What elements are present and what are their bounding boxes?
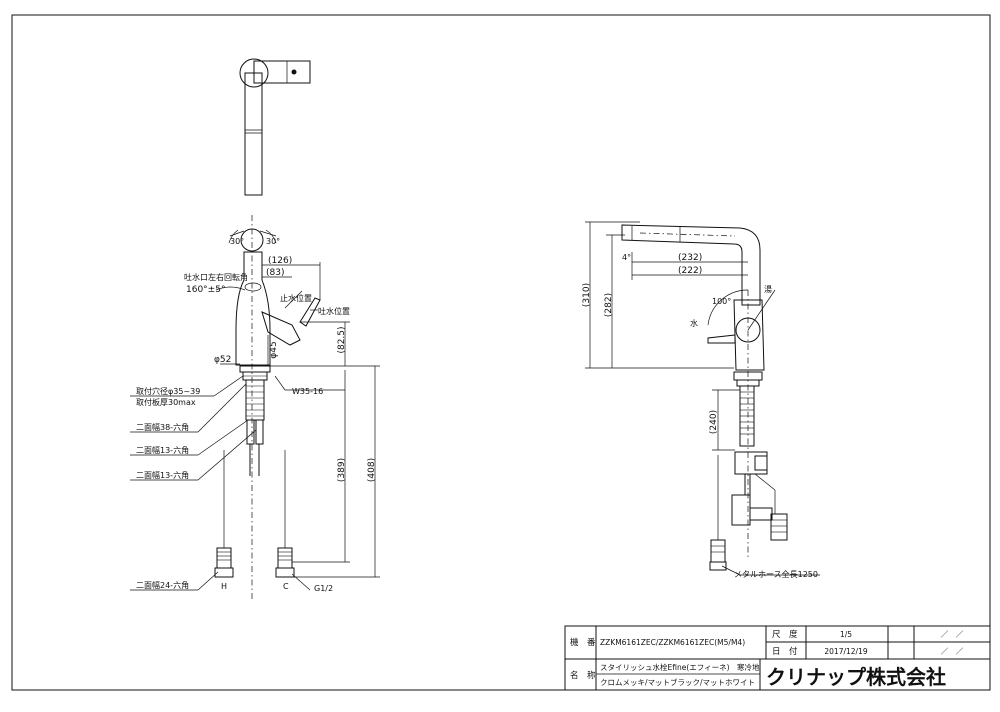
revision-2: ／ ／ <box>941 647 964 656</box>
front-view <box>130 215 380 600</box>
hex38-note: 二面幅38-六角 <box>136 422 189 432</box>
model-label: 機 番 <box>570 637 596 648</box>
dim-232: (232) <box>678 253 702 263</box>
flow-position-label: 吐水位置 <box>318 306 350 316</box>
revision-1: ／ ／ <box>941 630 964 639</box>
dim-240: (240) <box>709 410 719 434</box>
spout-rotation-label: 吐水口左右回転角 <box>184 272 248 282</box>
hot-water-label: 湯 <box>764 284 772 294</box>
dim-282: (282) <box>604 293 614 317</box>
dim-408: (408) <box>367 458 377 482</box>
product-name-line2: クロムメッキ/マットブラック/マットホワイト <box>600 677 755 687</box>
stop-position-label: 止水位置 <box>280 293 312 303</box>
top-view <box>239 58 311 196</box>
angle-30-right: 30° <box>266 237 280 246</box>
hot-h-label: H <box>221 582 227 591</box>
product-name-line1: スタイリッシュ水栓Efine(エフィーネ) 寒冷地 <box>600 662 760 672</box>
date-label: 日 付 <box>772 646 798 657</box>
cold-c-label: C <box>283 582 289 591</box>
dim-222: (222) <box>678 266 702 276</box>
cold-water-label: 水 <box>690 318 698 328</box>
date-value: 2017/12/19 <box>824 647 867 656</box>
dim-83: (83) <box>266 268 284 278</box>
dim-phi52: φ52 <box>214 355 231 365</box>
dim-126: (126) <box>268 256 292 266</box>
scale-label: 尺 度 <box>772 629 798 640</box>
dim-310: (310) <box>582 283 592 307</box>
mount-hole-note: 取付穴径φ35~39 <box>136 386 200 396</box>
thread-g12-label: G1/2 <box>314 584 333 593</box>
scale-value: 1/5 <box>840 630 852 639</box>
spout-rotation-value: 160°±5° <box>186 285 225 295</box>
mount-thickness-note: 取付板厚30max <box>136 397 196 407</box>
angle-4: 4° <box>622 253 631 262</box>
dim-82-5: (82.5) <box>337 326 347 353</box>
title-block <box>564 625 991 691</box>
angle-30-left: 30° <box>230 237 244 246</box>
model-value: ZZKM6161ZEC/ZZKM6161ZEC(M5/M4) <box>600 638 745 647</box>
dim-phi45: φ45 <box>269 341 279 358</box>
thread-w35-note: W35-16 <box>292 387 323 396</box>
sheet-border <box>11 14 991 691</box>
hex13a-note: 二面幅13-六角 <box>136 445 189 455</box>
name-label: 名 称 <box>570 670 596 681</box>
metal-hose-note: メタルホース全長1250 <box>734 569 818 579</box>
company-logo: クリナップ株式会社 <box>766 665 946 689</box>
hex24-note: 二面幅24-六角 <box>136 580 189 590</box>
dim-389: (389) <box>337 458 347 482</box>
hex13b-note: 二面幅13-六角 <box>136 470 189 480</box>
angle-100: 100° <box>712 297 731 306</box>
side-view <box>585 221 820 576</box>
